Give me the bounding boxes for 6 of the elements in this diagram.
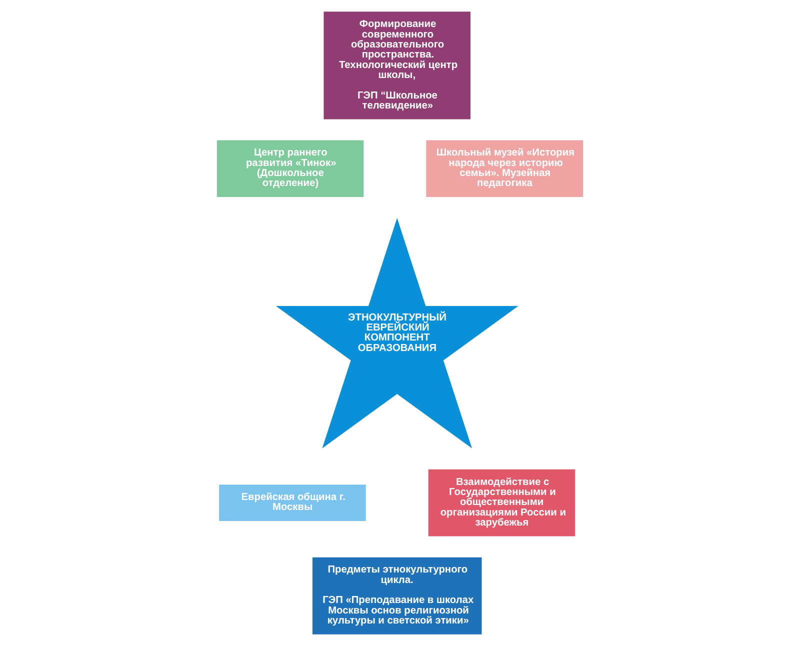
node-box: Формирование современного образовательного пространства. Технологический центр школы, ГЭП “Школьное телевидение»	[324, 12, 470, 120]
node-box: Школьный музей «История народа через историю семьи». Музейная педагогика	[426, 140, 584, 197]
node-box: Предметы этнокультурного цикла. ГЭП «Преподавание в школах Москвы основ религиозной культуры и светской этики»	[312, 557, 482, 634]
node-box: Еврейская община г. Москвы	[219, 484, 366, 521]
node-box: Центр раннего развития «Тинок» (Дошкольное отделение)	[216, 140, 364, 197]
node-box: Взаимодействие с Государственными и общественными организациями России и зарубежья	[428, 469, 576, 536]
